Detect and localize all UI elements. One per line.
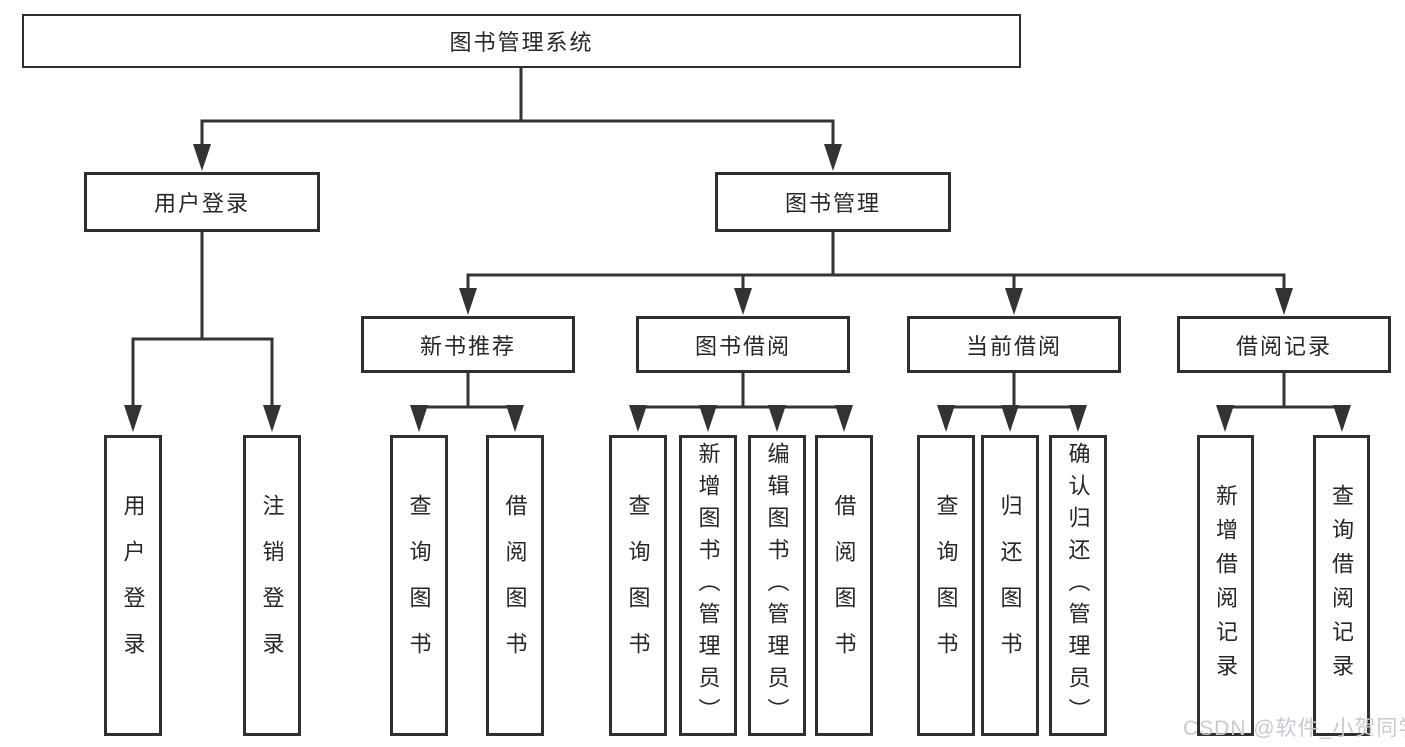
leaf-label: 新增图书（管理员） <box>695 441 721 730</box>
leaf-confirm-return-admin: 确认归还（管理员） <box>1049 435 1107 736</box>
node-current-borrow: 当前借阅 <box>907 316 1121 373</box>
leaf-borrow-book-1: 借阅图书 <box>486 435 544 736</box>
leaf-label: 查询借阅记录 <box>1329 483 1355 688</box>
arrow-down-icon <box>734 288 752 315</box>
leaf-label: 新增借阅记录 <box>1213 483 1239 688</box>
leaf-label: 查询图书 <box>406 493 432 678</box>
arrow-down-icon <box>629 405 647 432</box>
node-label: 当前借阅 <box>965 333 1062 359</box>
arrow-down-icon <box>835 405 853 432</box>
leaf-label: 确认归还（管理员） <box>1065 441 1091 730</box>
leaf-add-book-admin: 新增图书（管理员） <box>679 435 737 736</box>
leaf-borrow-book-2: 借阅图书 <box>815 435 873 736</box>
node-label: 新书推荐 <box>419 333 516 359</box>
arrow-down-icon <box>124 405 142 432</box>
leaf-return-book: 归还图书 <box>981 435 1039 736</box>
node-root-system: 图书管理系统 <box>22 14 1021 68</box>
arrow-down-icon <box>1216 405 1234 432</box>
arrow-down-icon <box>1001 405 1019 432</box>
arrow-down-icon <box>937 405 955 432</box>
arrow-down-icon <box>699 405 717 432</box>
leaf-label: 注销登录 <box>259 493 285 678</box>
leaf-edit-book-admin: 编辑图书（管理员） <box>748 435 806 736</box>
leaf-query-book-3: 查询图书 <box>917 435 975 736</box>
leaf-user-login: 用户登录 <box>104 435 162 736</box>
node-book-borrow: 图书借阅 <box>636 316 850 373</box>
arrow-down-icon <box>1069 405 1087 432</box>
node-label: 图书管理 <box>784 191 881 216</box>
leaf-label: 借阅图书 <box>831 493 857 678</box>
node-borrow-record: 借阅记录 <box>1177 316 1391 373</box>
leaf-query-borrow-record: 查询借阅记录 <box>1313 435 1370 736</box>
arrow-down-icon <box>1275 288 1293 315</box>
leaf-label: 查询图书 <box>625 493 651 678</box>
arrow-down-icon <box>410 405 428 432</box>
arrow-down-icon <box>193 144 211 171</box>
leaf-add-borrow-record: 新增借阅记录 <box>1197 435 1254 736</box>
node-label: 借阅记录 <box>1235 333 1332 359</box>
arrow-down-icon <box>459 288 477 315</box>
node-label: 用户登录 <box>153 191 250 216</box>
leaf-query-book-1: 查询图书 <box>390 435 448 736</box>
watermark: CSDN @软件_小贺同学 <box>1183 717 1405 740</box>
arrowheads <box>124 144 1351 432</box>
leaf-label: 归还图书 <box>997 493 1023 678</box>
node-label: 图书管理系统 <box>449 30 594 55</box>
node-book-manage: 图书管理 <box>715 172 951 232</box>
arrow-down-icon <box>824 144 842 171</box>
arrow-down-icon <box>506 405 524 432</box>
arrow-down-icon <box>1333 405 1351 432</box>
leaf-label: 编辑图书（管理员） <box>764 441 790 730</box>
leaf-logout: 注销登录 <box>243 435 301 736</box>
arrow-down-icon <box>768 405 786 432</box>
node-user-login: 用户登录 <box>84 172 320 232</box>
node-new-book-recommend: 新书推荐 <box>361 316 575 373</box>
leaf-label: 用户登录 <box>120 493 146 678</box>
arrow-down-icon <box>1005 288 1023 315</box>
arrow-down-icon <box>263 405 281 432</box>
leaf-query-book-2: 查询图书 <box>609 435 667 736</box>
leaf-label: 查询图书 <box>933 493 959 678</box>
leaf-label: 借阅图书 <box>502 493 528 678</box>
node-label: 图书借阅 <box>694 333 791 359</box>
